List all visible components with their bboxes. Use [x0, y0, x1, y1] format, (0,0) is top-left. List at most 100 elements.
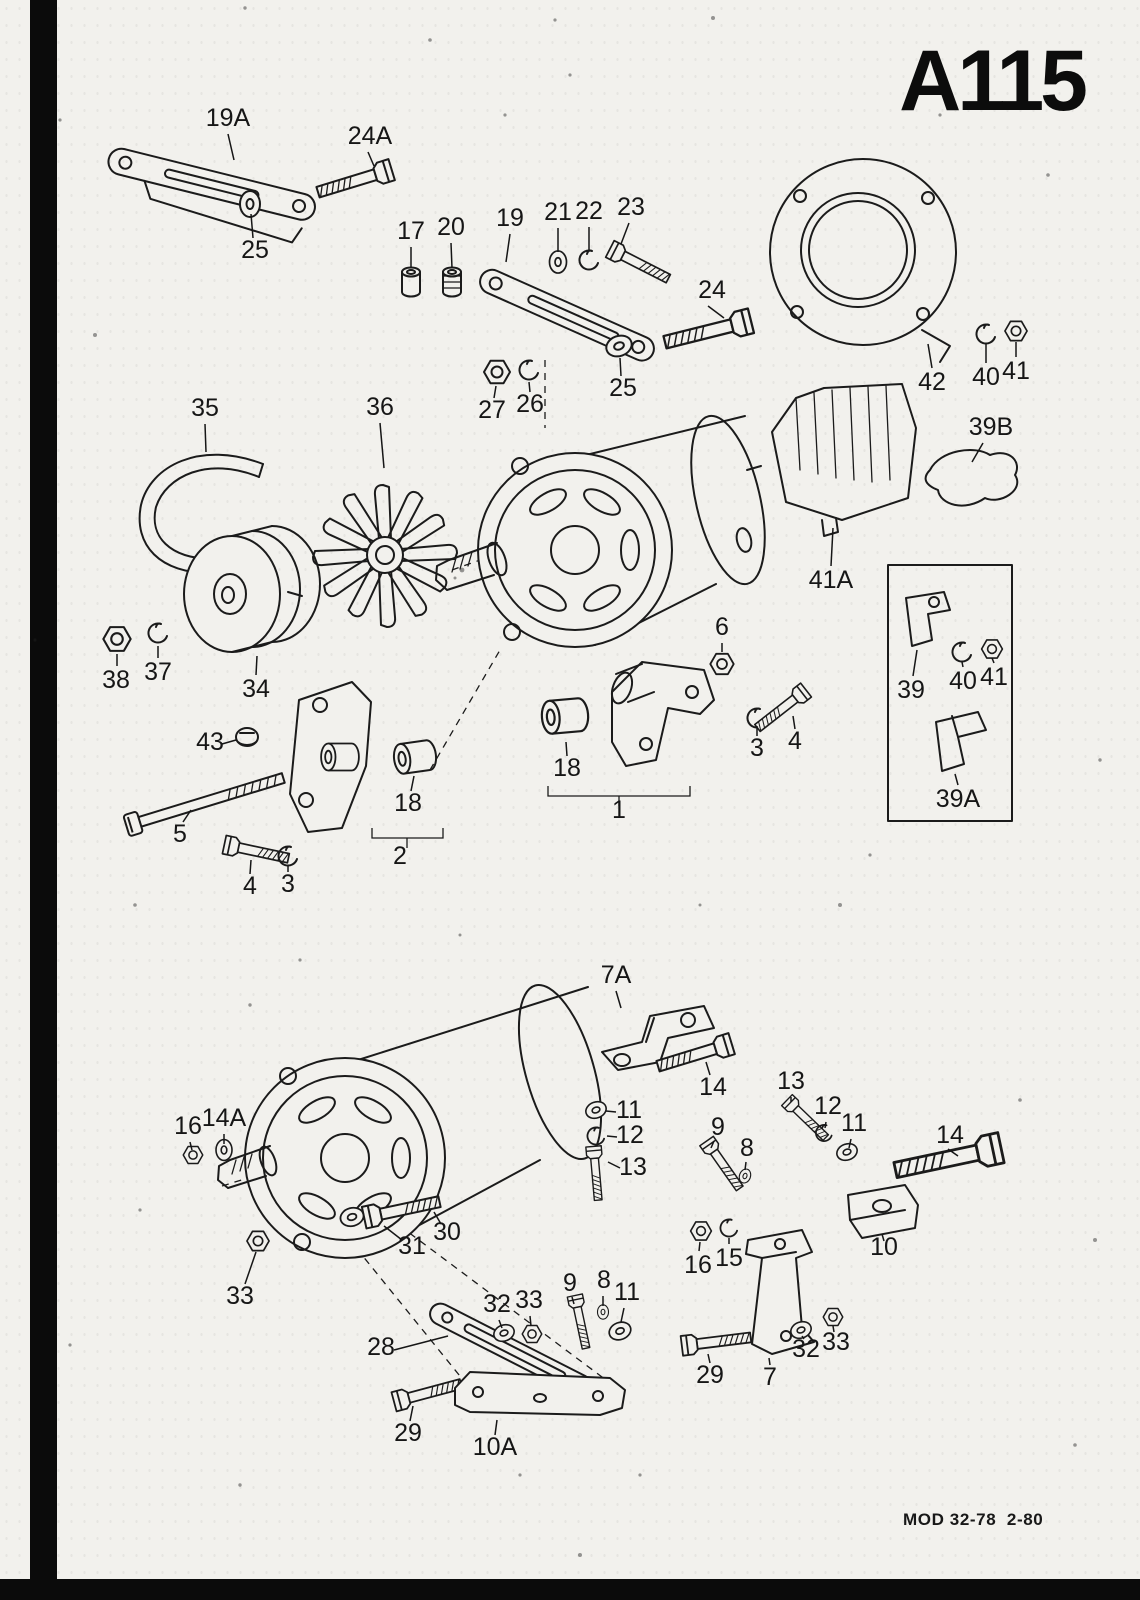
- leader-line-11: [605, 1110, 617, 1113]
- inset-box: [887, 564, 1013, 822]
- scan-noise: [33, 6, 1102, 1557]
- leader-line-32: [801, 1335, 805, 1340]
- part-label-3: 3: [281, 870, 295, 898]
- part-label-39B: 39B: [969, 413, 1013, 441]
- regulator-41a: [771, 383, 917, 537]
- leader-line-8: [744, 1161, 747, 1171]
- part-label-27: 27: [478, 396, 506, 424]
- part-label-36: 36: [366, 393, 394, 421]
- leader-line-26: [528, 381, 531, 393]
- bolt-29-left: [390, 1373, 465, 1413]
- leader-line-18: [410, 775, 415, 792]
- part-label-16: 16: [174, 1112, 202, 1140]
- part-label-13: 13: [777, 1067, 805, 1095]
- bottom-edge-bar: [0, 1579, 1140, 1600]
- leader-line-18: [565, 741, 568, 757]
- part-label-35: 35: [191, 394, 219, 422]
- part-label-3: 3: [750, 734, 764, 762]
- leader-line-25: [619, 357, 622, 377]
- part-label-34: 34: [242, 675, 270, 703]
- footer-code: MOD 32-78 2-80: [903, 1510, 1044, 1529]
- part-label-11: 11: [614, 1278, 640, 1306]
- leader-line-23: [620, 222, 630, 245]
- leader-line-41A: [830, 527, 834, 567]
- part-label-41: 41: [980, 663, 1008, 691]
- leader-line-32: [498, 1319, 503, 1329]
- part-label-32: 32: [483, 1290, 511, 1318]
- leader-line-31: [383, 1225, 403, 1241]
- bracket-10: [847, 1184, 919, 1239]
- leader-line-16: [189, 1141, 193, 1151]
- alternator-body: [435, 414, 766, 648]
- leader-line-4: [249, 859, 252, 875]
- leader-line-10: [881, 1233, 885, 1242]
- nut-16-shaft: [182, 1145, 204, 1165]
- nut-41-top: [1004, 320, 1028, 342]
- bushing-18-a: [391, 738, 439, 776]
- part-label-22: 22: [575, 197, 603, 225]
- leader-line-33: [832, 1325, 835, 1333]
- part-label-5: 5: [173, 820, 187, 848]
- bushing-18-b: [539, 696, 591, 736]
- leader-line-33: [529, 1315, 532, 1327]
- part-label-4: 4: [788, 727, 802, 755]
- spring-washer-40-inset: [951, 641, 972, 663]
- part-label-1: 1: [612, 796, 626, 824]
- spring-washer-26: [518, 359, 539, 381]
- binding-edge-bar: [30, 0, 57, 1600]
- leader-line-27: [493, 385, 497, 399]
- part-label-18: 18: [394, 789, 422, 817]
- leader-line-20: [450, 242, 453, 269]
- part-label-38: 38: [102, 666, 130, 694]
- nut-6: [709, 652, 735, 676]
- mounting-bracket-1: [610, 661, 715, 767]
- part-label-37: 37: [144, 658, 172, 686]
- adjusting-bracket-19a: [107, 147, 316, 244]
- leader-line-33: [244, 1251, 257, 1285]
- part-label-14A: 14A: [202, 1104, 247, 1132]
- leader-line-10A: [494, 1419, 498, 1436]
- leader-line-7: [768, 1357, 771, 1366]
- part-label-41: 41: [1002, 357, 1030, 385]
- part-label-24: 24: [698, 276, 726, 304]
- leader-line-36: [379, 422, 385, 469]
- leader-line-42: [927, 343, 933, 369]
- leader-line-12: [606, 1135, 618, 1138]
- leader-line-11: [848, 1138, 852, 1149]
- group-braces: [371, 786, 691, 848]
- nut-33-c: [822, 1307, 844, 1327]
- leader-line-40: [961, 661, 964, 668]
- leader-line-29: [707, 1353, 711, 1364]
- part-label-12: 12: [814, 1092, 842, 1120]
- part-label-39A: 39A: [936, 785, 981, 813]
- part-label-14: 14: [936, 1121, 964, 1149]
- part-label-31: 31: [398, 1232, 426, 1260]
- part-label-11: 11: [616, 1096, 642, 1124]
- part-label-18: 18: [553, 754, 581, 782]
- bolt-24: [660, 307, 756, 356]
- part-label-9: 9: [563, 1269, 577, 1297]
- washer-21: [548, 250, 568, 274]
- clip-39a: [935, 711, 987, 772]
- spring-washer-22: [578, 249, 599, 271]
- leader-line-39: [912, 649, 918, 677]
- spring-washer-15: [719, 1218, 738, 1238]
- part-label-43: 43: [196, 728, 224, 756]
- part-label-7: 7: [763, 1363, 777, 1391]
- nut-16-b: [689, 1221, 713, 1241]
- leader-line-19: [505, 233, 511, 263]
- part-label-41A: 41A: [809, 566, 854, 594]
- washer-11-a: [582, 1098, 610, 1122]
- leader-line-11: [620, 1307, 625, 1323]
- clip-39: [905, 591, 951, 647]
- plug-43: [235, 727, 259, 747]
- part-label-23: 23: [617, 193, 645, 221]
- part-label-25: 25: [241, 236, 269, 264]
- leader-line-35: [204, 423, 207, 453]
- part-label-32: 32: [792, 1335, 820, 1363]
- part-label-2: 2: [393, 842, 407, 870]
- part-label-42: 42: [918, 368, 946, 396]
- part-label-25: 25: [609, 374, 637, 402]
- screw-13-a: [585, 1145, 607, 1202]
- part-label-6: 6: [715, 613, 729, 641]
